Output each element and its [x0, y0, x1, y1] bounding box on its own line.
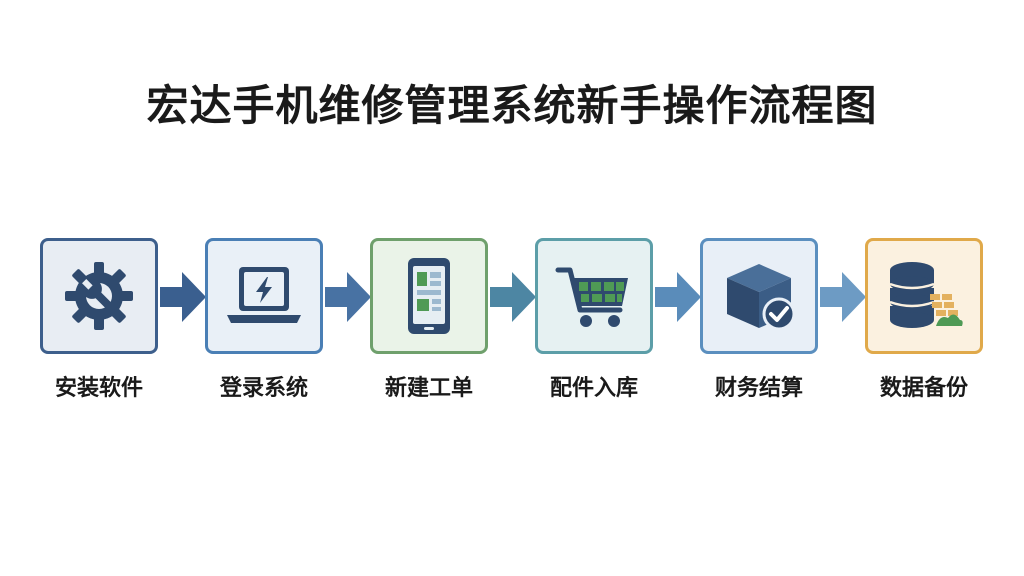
step-box	[865, 238, 983, 354]
page-title: 宏达手机维修管理系统新手操作流程图	[146, 81, 878, 130]
step-box	[535, 238, 653, 354]
step-label: 配件入库	[549, 376, 638, 401]
step-box	[40, 238, 158, 354]
arrow-right-icon	[160, 272, 206, 322]
arrow-right-icon	[325, 272, 371, 322]
database-icon	[889, 262, 963, 328]
step-box	[370, 238, 488, 354]
step-parts-inbound: 配件入库	[535, 238, 653, 401]
step-box	[700, 238, 818, 354]
arrow-right-icon	[490, 272, 536, 322]
step-login-system: 登录系统	[205, 238, 323, 401]
laptop-icon	[227, 267, 301, 323]
gear-wrench-icon	[65, 262, 133, 330]
step-box	[205, 238, 323, 354]
step-label: 新建工单	[384, 376, 473, 401]
step-label: 财务结算	[714, 376, 803, 401]
step-label: 数据备份	[879, 376, 968, 401]
arrow-right-icon	[655, 272, 701, 322]
box-check-icon	[727, 264, 796, 331]
smartphone-icon	[408, 258, 450, 334]
shopping-cart-icon	[555, 267, 628, 327]
step-label: 登录系统	[219, 376, 308, 401]
step-data-backup: 数据备份	[865, 238, 983, 401]
step-label: 安装软件	[54, 376, 143, 401]
step-new-work-order: 新建工单	[370, 238, 488, 401]
step-financial-settlement: 财务结算	[700, 238, 818, 401]
arrow-right-icon	[820, 272, 866, 322]
step-install-software: 安装软件	[40, 238, 158, 401]
